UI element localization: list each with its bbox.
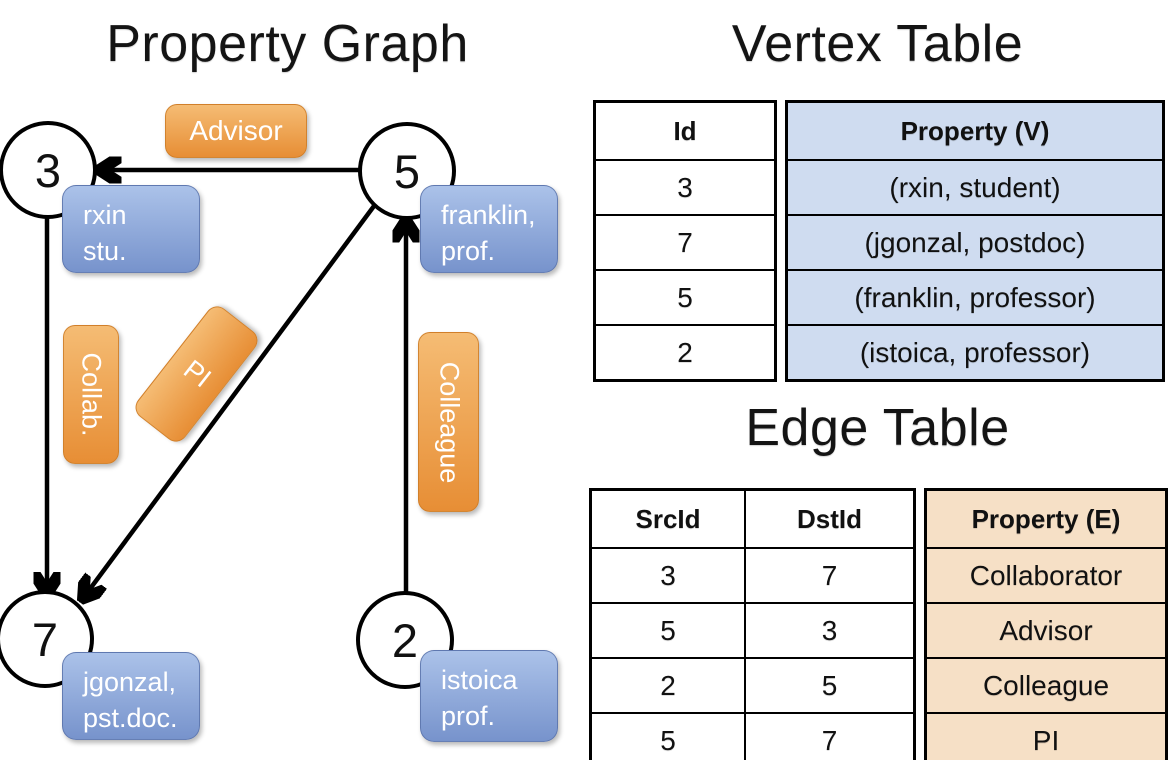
srcid-cell: 2 — [589, 657, 746, 714]
table-row: 5 7 — [589, 712, 916, 760]
edge-table-header-row: Property (E) — [924, 488, 1168, 549]
table-row: 2 5 — [589, 657, 916, 714]
property-graph-title: Property Graph — [106, 15, 469, 73]
id-cell: 2 — [593, 324, 777, 382]
edge-label-text: Collab. — [76, 352, 107, 437]
dstid-cell: 7 — [744, 712, 916, 760]
edge-label-text: Colleague — [434, 361, 464, 483]
property-cell: Collaborator — [924, 547, 1168, 604]
edge-label-text: Advisor — [189, 115, 283, 146]
vertex-props-rxin: rxin stu. — [62, 185, 200, 273]
graph-edges-canvas — [0, 0, 585, 760]
id-cell: 7 — [593, 214, 777, 271]
vertex-table: Id 3 7 5 2 Property (V) (rxin, student) … — [593, 100, 1165, 382]
property-cell: (jgonzal, postdoc) — [785, 214, 1165, 271]
vertex-prop-line: stu. — [83, 235, 127, 266]
edge-table-title: Edge Table — [745, 399, 1010, 457]
property-column-header: Property (V) — [785, 100, 1165, 161]
id-column-header: Id — [593, 100, 777, 161]
srcid-cell: 3 — [589, 547, 746, 604]
table-row: PI — [924, 712, 1168, 760]
vertex-prop-line: franklin, — [441, 200, 536, 230]
dstid-cell: 7 — [744, 547, 916, 604]
srcid-cell: 5 — [589, 602, 746, 659]
table-row: 2 — [593, 324, 777, 382]
vertex-prop-line: prof. — [441, 700, 496, 731]
table-row: 7 — [593, 214, 777, 271]
vertex-prop-line: istoica — [441, 665, 518, 695]
property-cell: Colleague — [924, 657, 1168, 714]
edge-label-advisor: Advisor — [165, 104, 307, 158]
property-cell: PI — [924, 712, 1168, 760]
table-row: 3 — [593, 159, 777, 216]
edge-label-collab: Collab. — [63, 325, 119, 464]
vertex-prop-line: pst.doc. — [83, 702, 178, 733]
property-cell: Advisor — [924, 602, 1168, 659]
property-cell: (rxin, student) — [785, 159, 1165, 216]
vertex-prop-line: jgonzal, — [83, 667, 177, 697]
vertex-table-header-row: Id — [593, 100, 777, 161]
vertex-property-table: Property (V) (rxin, student) (jgonzal, p… — [785, 100, 1165, 382]
edge-label-colleague: Colleague — [418, 332, 479, 512]
vertex-id-label: 7 — [31, 612, 59, 666]
vertex-id-label: 3 — [34, 143, 62, 197]
srcid-column-header: SrcId — [589, 488, 746, 549]
property-cell: (franklin, professor) — [785, 269, 1165, 326]
dstid-cell: 5 — [744, 657, 916, 714]
vertex-id-label: 2 — [391, 613, 419, 667]
vertex-prop-line: rxin — [83, 200, 127, 230]
table-row: (istoica, professor) — [785, 324, 1165, 382]
vertex-id-label: 5 — [393, 144, 421, 198]
table-row: (franklin, professor) — [785, 269, 1165, 326]
table-row: (jgonzal, postdoc) — [785, 214, 1165, 271]
vertex-props-jgonzal: jgonzal, pst.doc. — [62, 652, 200, 740]
edge-label-text: PI — [177, 353, 217, 394]
table-row: Colleague — [924, 657, 1168, 714]
table-row: (rxin, student) — [785, 159, 1165, 216]
table-row: 5 3 — [589, 602, 916, 659]
table-row: Advisor — [924, 602, 1168, 659]
property-column-header: Property (E) — [924, 488, 1168, 549]
dstid-cell: 3 — [744, 602, 916, 659]
vertex-table-header-row: Property (V) — [785, 100, 1165, 161]
vertex-table-title: Vertex Table — [731, 15, 1024, 73]
srcid-cell: 5 — [589, 712, 746, 760]
table-row: 3 7 — [589, 547, 916, 604]
vertex-prop-line: prof. — [441, 235, 496, 266]
edge-table: SrcId DstId 3 7 5 3 2 5 5 7 Property (E) — [589, 488, 1168, 760]
edge-pi-arrow — [84, 204, 376, 597]
edge-property-table: Property (E) Collaborator Advisor Collea… — [924, 488, 1168, 760]
property-cell: (istoica, professor) — [785, 324, 1165, 382]
dstid-column-header: DstId — [744, 488, 916, 549]
edge-src-dst-table: SrcId DstId 3 7 5 3 2 5 5 7 — [589, 488, 916, 760]
id-cell: 3 — [593, 159, 777, 216]
table-row: 5 — [593, 269, 777, 326]
table-row: Collaborator — [924, 547, 1168, 604]
vertex-id-table: Id 3 7 5 2 — [593, 100, 777, 382]
vertex-props-istoica: istoica prof. — [420, 650, 558, 742]
id-cell: 5 — [593, 269, 777, 326]
vertex-props-franklin: franklin, prof. — [420, 185, 558, 273]
edge-table-header-row: SrcId DstId — [589, 488, 916, 549]
